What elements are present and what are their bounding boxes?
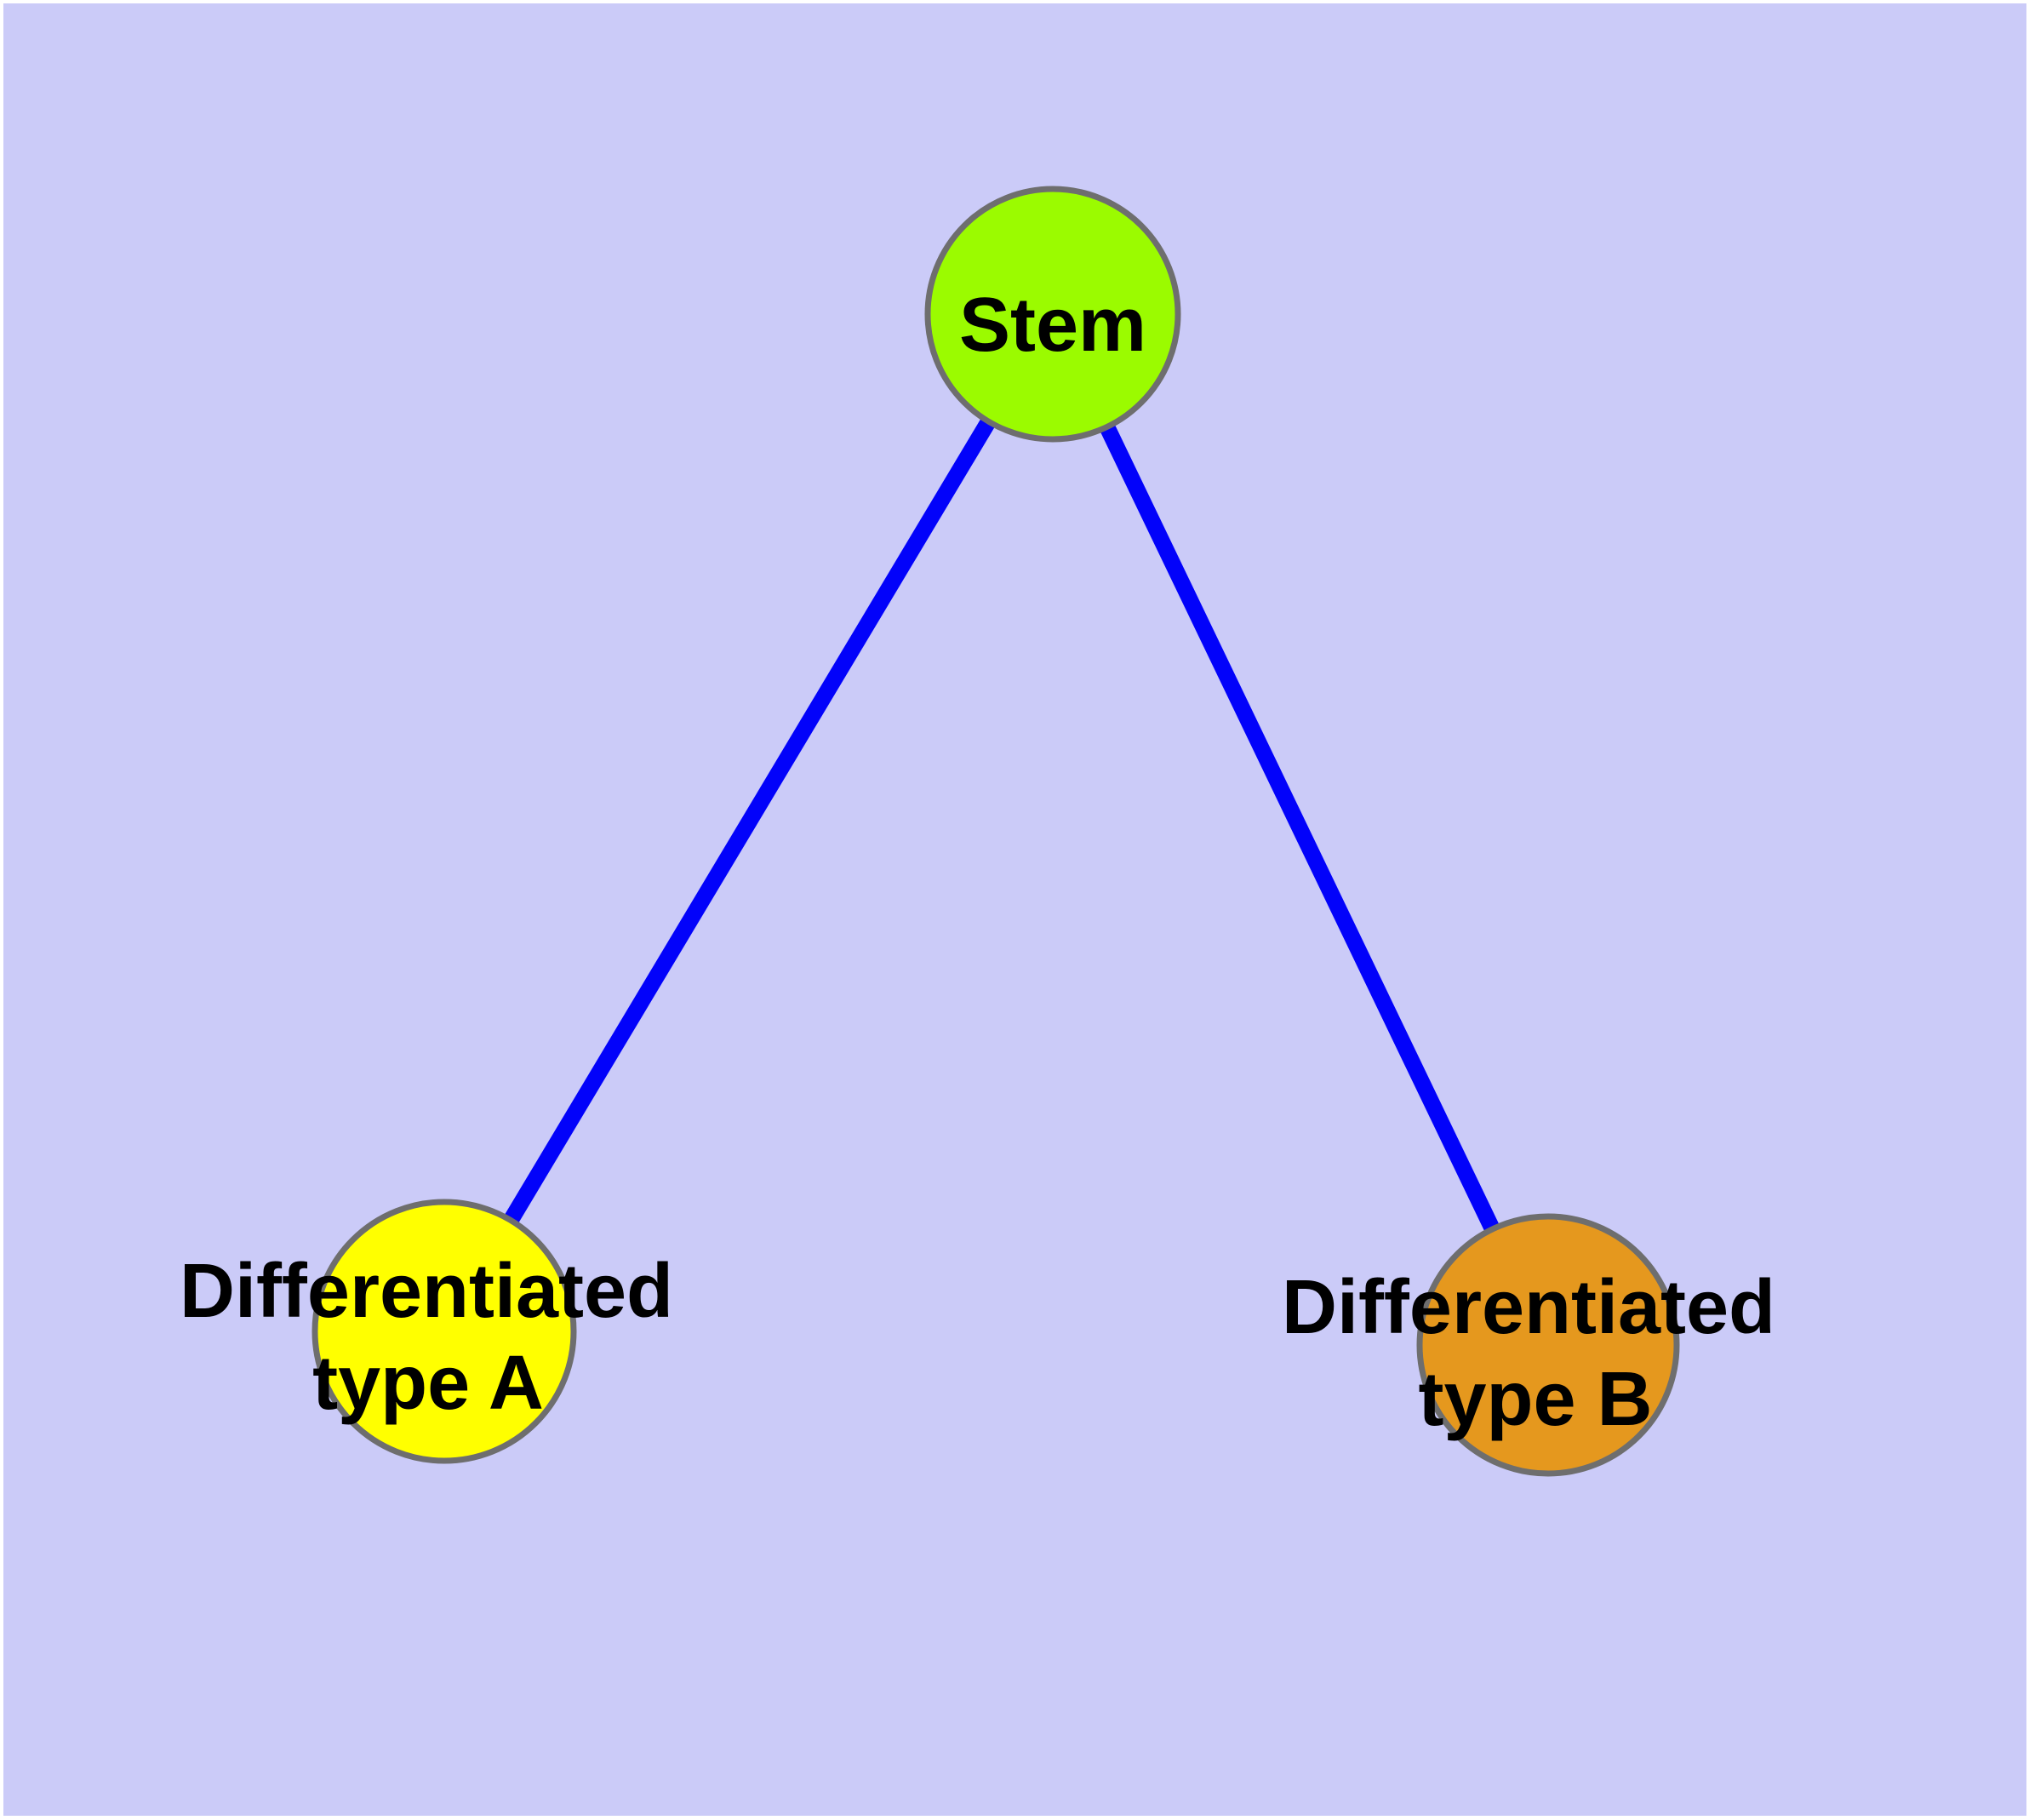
edge-stem-to-type-a [437,310,1060,1336]
node-type-b-label-line1: Differentiated [1282,1265,1775,1350]
node-type-b-label-line2: type B [1418,1357,1652,1442]
node-differentiated-type-b: Differentiated type B [1282,1213,1775,1477]
node-type-a-label-line1: Differentiated [180,1249,673,1334]
node-type-a-label-line2: type A [312,1341,544,1426]
node-differentiated-type-a: Differentiated type A [180,1199,673,1464]
node-type-b-circle [1416,1213,1680,1477]
node-stem-circle [924,186,1181,443]
edge-stem-to-type-b [1045,310,1556,1349]
node-stem: Stem [924,186,1181,443]
node-type-a-circle [311,1199,577,1464]
node-stem-label: Stem [959,283,1146,368]
